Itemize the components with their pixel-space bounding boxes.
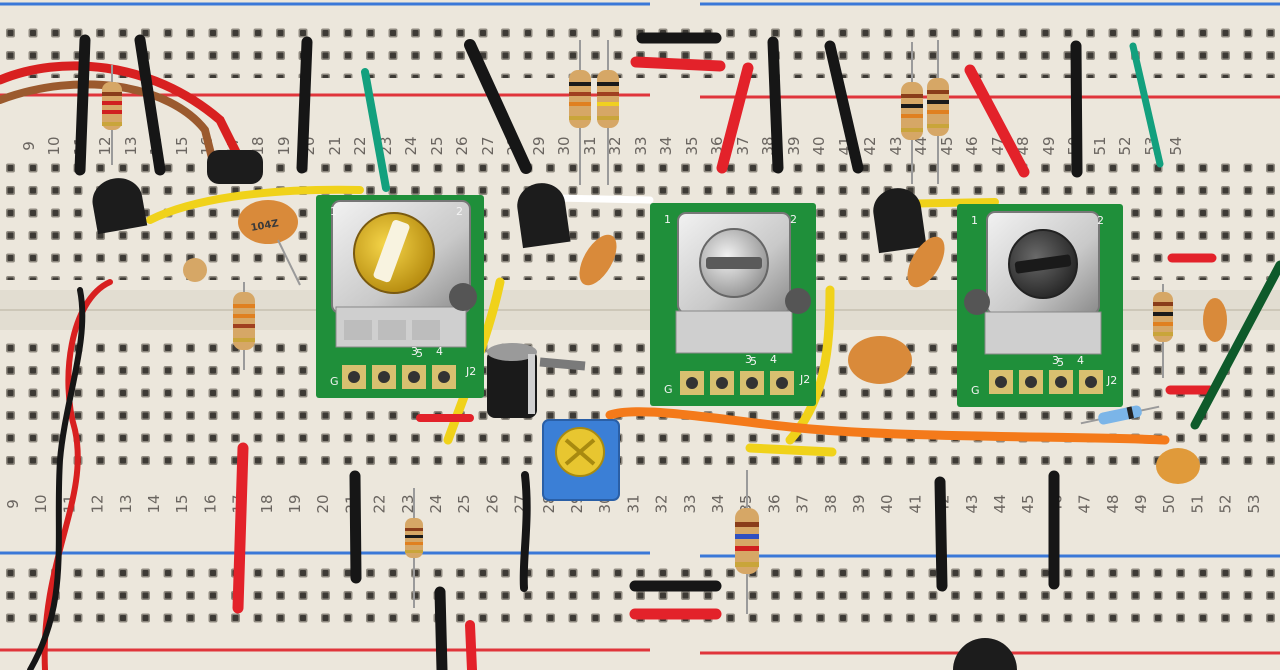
pcb-pin-label: 1	[330, 205, 337, 218]
pcb-pin-label: J2	[465, 365, 476, 378]
pcb-pin-label: 4	[436, 345, 443, 358]
top-column-number-29: 29	[530, 136, 548, 155]
pcb-pin-label: 5	[750, 355, 757, 368]
capacitor-marking: 104Z	[250, 218, 280, 234]
bottom-column-number-16: 16	[201, 494, 219, 513]
bottom-column-number-33: 33	[681, 494, 699, 513]
top-column-number-19: 19	[275, 136, 293, 155]
top-column-number-44: 44	[912, 136, 930, 155]
transistors	[92, 150, 927, 254]
pcb-pin-label: 1	[664, 213, 671, 226]
top-column-number-32: 32	[606, 136, 624, 155]
pcb-pin-label: 4	[1077, 354, 1084, 367]
pcb-pin-label: 3	[411, 345, 418, 358]
pcb-pin-label: G	[971, 384, 980, 397]
top-column-number-42: 42	[861, 136, 879, 155]
top-column-number-52: 52	[1116, 136, 1134, 155]
top-column-number-39: 39	[785, 136, 803, 155]
top-column-number-15: 15	[173, 136, 191, 155]
top-column-number-10: 10	[45, 136, 63, 155]
top-column-number-33: 33	[632, 136, 650, 155]
bottom-column-number-48: 48	[1104, 494, 1122, 513]
bottom-column-number-43: 43	[963, 494, 981, 513]
bottom-column-number-15: 15	[173, 494, 191, 513]
top-column-number-40: 40	[810, 136, 828, 155]
bottom-column-number-51: 51	[1188, 494, 1206, 513]
pcb-pin-label: 3	[1052, 354, 1059, 367]
bottom-column-number-13: 13	[117, 494, 135, 513]
top-column-number-12: 12	[96, 136, 114, 155]
bottom-column-number-40: 40	[878, 494, 896, 513]
pcb-pin-label: 5	[416, 347, 423, 360]
bottom-column-number-12: 12	[89, 494, 107, 513]
resistors	[102, 40, 1173, 614]
bottom-column-number-39: 39	[850, 494, 868, 513]
top-power-rail	[0, 22, 1280, 78]
top-column-number-37: 37	[734, 136, 752, 155]
pcb-module-3: 1 2 3 45G J2	[957, 204, 1123, 407]
pcb-module-1: 1 2 3 45G J2	[316, 195, 484, 398]
jumper-wires	[0, 32, 1280, 670]
top-column-number-51: 51	[1091, 136, 1109, 155]
bottom-column-number-26: 26	[483, 494, 501, 513]
bottom-column-number-14: 14	[145, 494, 163, 513]
top-column-number-34: 34	[657, 136, 675, 155]
top-column-number-45: 45	[938, 136, 956, 155]
bottom-column-number-10: 10	[32, 494, 50, 513]
pcb-pin-label: J2	[799, 373, 810, 386]
top-column-number-30: 30	[555, 136, 573, 155]
pcb-pin-label: 2	[790, 213, 797, 226]
top-column-number-49: 49	[1040, 136, 1058, 155]
bottom-column-number-47: 47	[1076, 494, 1094, 513]
bottom-column-number-49: 49	[1132, 494, 1150, 513]
bottom-column-number-34: 34	[709, 494, 727, 513]
top-column-number-22: 22	[351, 136, 369, 155]
pcb-pin-label: G	[664, 383, 673, 396]
pcb-pin-label: 1	[971, 214, 978, 227]
bottom-column-number-37: 37	[794, 494, 812, 513]
bottom-column-number-44: 44	[991, 494, 1009, 513]
top-column-number-25: 25	[428, 136, 446, 155]
bottom-column-number-32: 32	[653, 494, 671, 513]
bottom-column-number-22: 22	[371, 494, 389, 513]
bottom-column-number-41: 41	[906, 494, 924, 513]
ceramic-capacitors: 104Z	[183, 200, 1227, 484]
bottom-column-number-24: 24	[427, 494, 445, 513]
top-column-number-21: 21	[326, 136, 344, 155]
bottom-column-number-25: 25	[455, 494, 473, 513]
bottom-column-number-36: 36	[765, 494, 783, 513]
bottom-column-number-20: 20	[314, 494, 332, 513]
top-column-number-27: 27	[479, 136, 497, 155]
pcb-module-2: 1 2 3 45G J2	[650, 203, 816, 406]
trimmer-potentiometer	[542, 419, 620, 501]
top-column-number-46: 46	[963, 136, 981, 155]
pcb-pin-label: 4	[770, 353, 777, 366]
top-column-number-9: 9	[20, 141, 38, 151]
pcb-pin-label: 3	[745, 353, 752, 366]
top-column-number-26: 26	[453, 136, 471, 155]
bottom-column-number-19: 19	[286, 494, 304, 513]
pcb-pin-label: J2	[1106, 374, 1117, 387]
pcb-pin-label: 5	[1057, 356, 1064, 369]
bottom-column-number-53: 53	[1245, 494, 1263, 513]
bottom-column-number-31: 31	[624, 494, 642, 513]
bottom-column-number-38: 38	[822, 494, 840, 513]
bottom-column-number-23: 23	[399, 494, 417, 513]
bottom-column-number-52: 52	[1217, 494, 1235, 513]
pcb-pin-label: G	[330, 375, 339, 388]
top-column-number-43: 43	[887, 136, 905, 155]
top-column-number-54: 54	[1167, 136, 1185, 155]
pcb-pin-label: 2	[456, 205, 463, 218]
bottom-column-number-18: 18	[258, 494, 276, 513]
top-column-number-13: 13	[122, 136, 140, 155]
top-column-number-31: 31	[581, 136, 599, 155]
bottom-column-number-45: 45	[1019, 494, 1037, 513]
pcb-pin-label: 2	[1097, 214, 1104, 227]
bottom-column-number-9: 9	[4, 499, 22, 509]
electrolytic-capacitor	[487, 343, 586, 418]
top-column-number-24: 24	[402, 136, 420, 155]
top-column-number-35: 35	[683, 136, 701, 155]
bottom-column-number-50: 50	[1160, 494, 1178, 513]
